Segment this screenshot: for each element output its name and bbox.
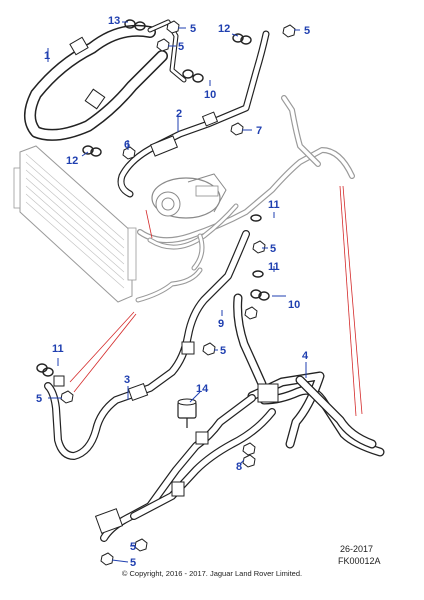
ghost-lines [135, 95, 355, 303]
callout-8: 8 [236, 461, 242, 473]
compressor [151, 173, 227, 219]
o-ring-clips [36, 19, 270, 377]
callout-9: 9 [218, 318, 224, 330]
hose-part-3 [44, 230, 250, 460]
callout-5-d: 5 [270, 243, 276, 255]
hose-part-1 [24, 19, 187, 141]
hose-part-4 [94, 293, 385, 542]
copyright-notice: © Copyright, 2016 - 2017. Jaguar Land Ro… [122, 569, 302, 578]
pressure-switch-part-14 [177, 398, 197, 428]
callout-labels: 1 2 3 4 5 5 5 5 5 5 5 5 6 7 8 9 10 10 11… [36, 15, 310, 569]
red-leader-lines [69, 185, 363, 417]
callout-11-c: 11 [52, 343, 64, 355]
callout-5-e: 5 [220, 345, 226, 357]
footer: 26-2017 FK00012A © Copyright, 2016 - 201… [122, 544, 381, 578]
callout-5-f: 5 [36, 393, 42, 405]
callout-12-a: 12 [218, 23, 230, 35]
callout-11-a: 11 [268, 199, 280, 211]
callout-3: 3 [124, 374, 130, 386]
callout-2: 2 [176, 108, 182, 120]
callout-5-a: 5 [190, 23, 196, 35]
callout-6: 6 [124, 139, 130, 151]
callout-5-h: 5 [130, 557, 136, 569]
callout-10-a: 10 [204, 89, 216, 101]
callout-4: 4 [302, 350, 309, 362]
callout-7: 7 [256, 125, 262, 137]
hose-part-2 [117, 30, 270, 198]
callout-12-b: 12 [66, 155, 78, 167]
bolts-and-nuts [60, 20, 296, 566]
diagram-code: FK00012A [338, 556, 381, 566]
callout-5-c: 5 [178, 41, 184, 53]
condenser [13, 145, 137, 303]
diagram-reference: 26-2017 [340, 544, 373, 554]
callout-1: 1 [44, 50, 50, 62]
callout-13: 13 [108, 15, 120, 27]
callout-11-b: 11 [268, 261, 280, 273]
callout-5-b: 5 [304, 25, 310, 37]
callout-leaders [47, 21, 307, 563]
callout-5-g: 5 [130, 541, 136, 553]
callout-10-b: 10 [288, 299, 300, 311]
callout-14: 14 [196, 383, 209, 395]
